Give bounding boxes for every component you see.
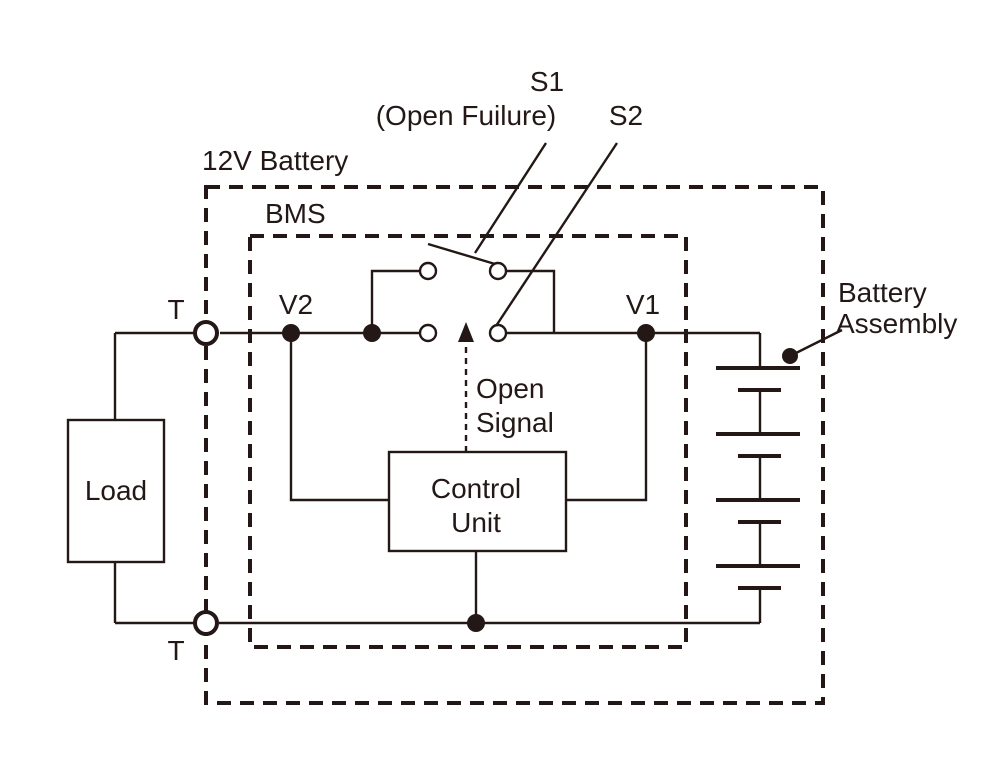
s1-contact-right	[488, 261, 508, 281]
v2-sense-line	[289, 333, 389, 502]
s1-junction	[363, 324, 381, 342]
open-signal-label-line1: Open	[476, 373, 545, 404]
control-unit-label-line2: Unit	[451, 507, 501, 538]
control-unit-box	[387, 450, 568, 553]
s1-left-branch	[370, 269, 420, 333]
battery-label: 12V Battery	[202, 145, 348, 176]
terminal-top-label: T	[167, 294, 184, 325]
battery-assembly-pointer	[782, 348, 798, 364]
s2-leader	[494, 142, 619, 327]
terminal-bottom-label: T	[167, 635, 184, 666]
terminal-bottom	[193, 610, 219, 636]
v1-junction	[637, 324, 655, 342]
s1-note-label: (Open Fuilure)	[376, 100, 557, 131]
s1-switch-blade	[427, 242, 496, 266]
battery-assembly-label-line2: Assembly	[836, 308, 957, 339]
battery-boundary	[204, 185, 825, 705]
ground-junction	[467, 614, 485, 632]
s2-contact-right	[488, 323, 508, 343]
v1-sense-line	[566, 333, 648, 502]
control-unit-label-line1: Control	[431, 473, 521, 504]
open-signal-arrowhead	[458, 322, 474, 342]
battery-assembly-label-line1: Battery	[838, 277, 927, 308]
s1-label: S1	[530, 66, 564, 97]
s1-leader	[473, 142, 548, 254]
load-box	[66, 418, 166, 564]
load-label: Load	[85, 475, 147, 506]
s2-label: S2	[609, 100, 643, 131]
v2-label: V2	[279, 289, 313, 320]
terminal-top	[193, 320, 219, 346]
open-signal-label-line2: Signal	[476, 407, 554, 438]
v1-label: V1	[626, 289, 660, 320]
bms-boundary	[248, 234, 688, 649]
battery-assembly-leader	[789, 328, 843, 358]
bms-label: BMS	[265, 198, 326, 229]
s1-contact-left	[418, 261, 438, 281]
s2-contact-left	[418, 323, 438, 343]
s1-right-branch	[507, 269, 556, 333]
v2-junction	[282, 324, 300, 342]
